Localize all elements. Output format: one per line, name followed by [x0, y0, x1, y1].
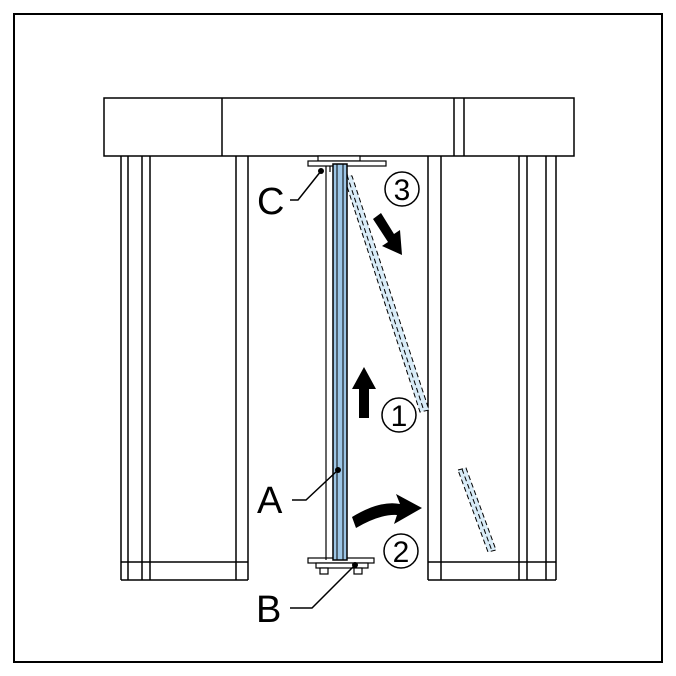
door-panel — [325, 163, 348, 561]
step-1-circle — [381, 397, 417, 433]
leader-line-b — [290, 564, 356, 609]
leader-lines — [290, 170, 356, 609]
label-c: C — [257, 181, 284, 223]
up-arrow-icon — [352, 367, 376, 418]
step-3-circle — [384, 171, 420, 207]
step-2-number: 2 — [393, 536, 410, 569]
step-3: 3 — [373, 171, 420, 255]
curved-arrow-icon — [352, 494, 422, 528]
down-right-arrow-icon — [373, 213, 402, 255]
step-1-number: 1 — [391, 400, 408, 433]
leader-line-c — [290, 170, 322, 201]
door-panel-tilted-dashed — [342, 173, 430, 413]
header-transom — [103, 97, 575, 157]
label-b: B — [256, 589, 281, 631]
leader-line-a — [292, 469, 339, 501]
step-2: 2 — [352, 494, 422, 569]
step-3-number: 3 — [394, 174, 411, 207]
step-1: 1 — [352, 367, 417, 433]
right-side-frame — [427, 156, 557, 581]
door-panel-lower-dashed — [457, 467, 497, 553]
left-side-frame — [120, 156, 249, 581]
step-2-circle — [383, 533, 419, 569]
label-a: A — [257, 480, 283, 522]
